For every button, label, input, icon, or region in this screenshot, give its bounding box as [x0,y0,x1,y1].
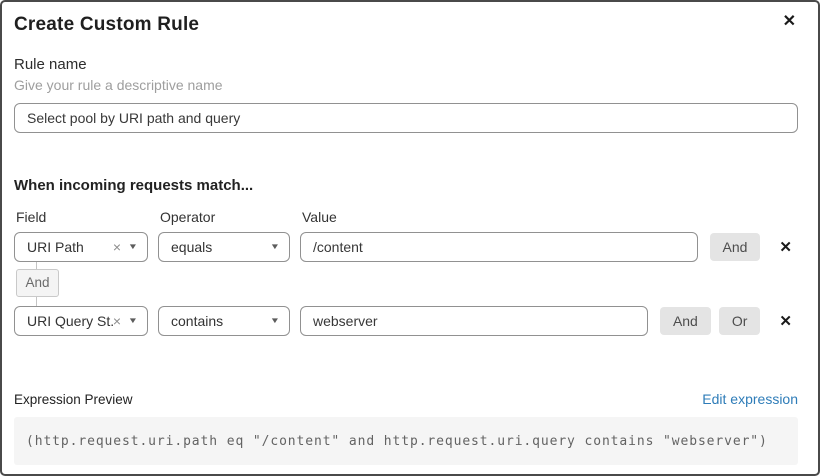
rule-name-label: Rule name [14,56,87,73]
chevron-down-icon: ▼ [269,316,281,325]
value-input[interactable] [300,232,698,262]
operator-select[interactable]: contains ▼ [158,306,290,336]
condition-row: URI Query St... × ▼ contains ▼ And Or ✕ [14,306,798,336]
field-column-label: Field [16,209,47,225]
rule-name-description: Give your rule a descriptive name [14,77,223,93]
field-select-value: URI Path [27,239,84,255]
dialog-header: Create Custom Rule ✕ [14,2,798,38]
value-input[interactable] [300,306,648,336]
remove-condition-icon[interactable]: ✕ [779,312,792,330]
condition-row: URI Path × ▼ equals ▼ And ✕ [14,232,798,262]
close-icon[interactable]: ✕ [782,13,796,30]
connector-and-chip: And [16,269,59,297]
match-heading: When incoming requests match... [14,177,254,194]
condition-connector: And [15,262,61,306]
operator-select-value: contains [171,313,224,329]
condition-column-labels: Field Operator Value [14,209,798,225]
remove-condition-icon[interactable]: ✕ [779,238,792,256]
value-column-label: Value [302,209,337,225]
rule-name-section: Rule name Give your rule a descriptive n… [14,55,798,133]
clear-field-icon[interactable]: × [112,313,122,329]
expression-preview-header: Expression Preview Edit expression [14,390,798,409]
field-select[interactable]: URI Path × ▼ [14,232,148,262]
operator-column-label: Operator [160,209,216,225]
operator-select[interactable]: equals ▼ [158,232,290,262]
chevron-down-icon: ▼ [127,316,139,325]
edit-expression-link[interactable]: Edit expression [702,391,798,407]
dialog-title: Create Custom Rule [14,14,200,35]
rule-name-input[interactable] [14,103,798,133]
and-button[interactable]: And [709,233,761,261]
chevron-down-icon: ▼ [127,242,139,251]
or-button[interactable]: Or [718,307,761,335]
field-select[interactable]: URI Query St... × ▼ [14,306,148,336]
and-button[interactable]: And [659,307,711,335]
chevron-down-icon: ▼ [269,242,281,251]
expression-code: (http.request.uri.path eq "/content" and… [14,417,798,465]
field-select-value: URI Query St... [27,313,113,329]
operator-select-value: equals [171,239,213,255]
expression-preview-label: Expression Preview [14,392,133,407]
clear-field-icon[interactable]: × [112,239,122,255]
